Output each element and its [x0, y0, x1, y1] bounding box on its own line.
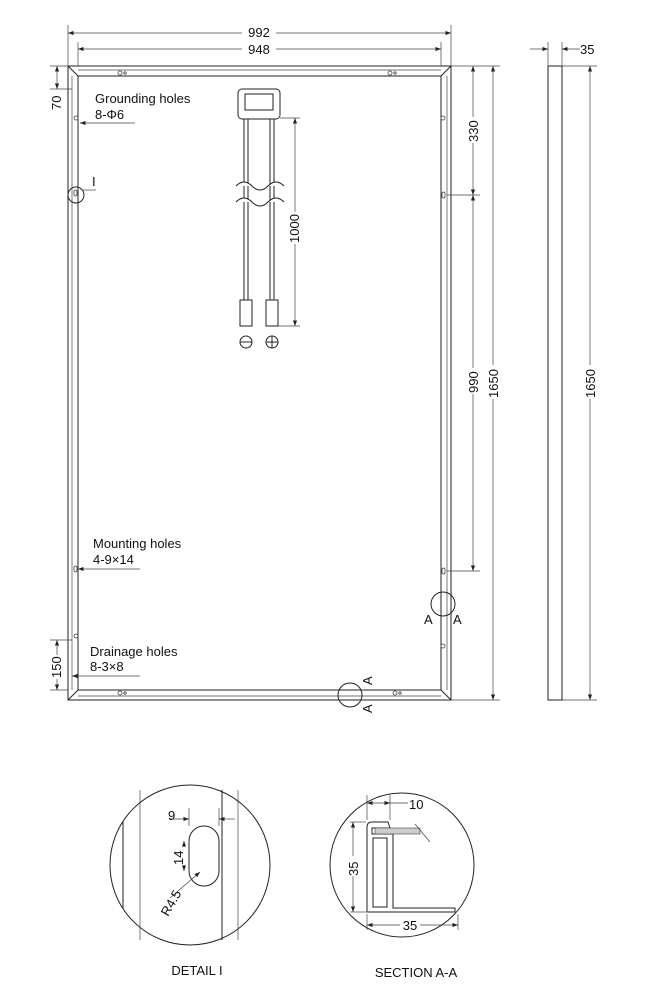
outer-frame — [67, 65, 452, 701]
drainage-holes-label: Drainage holes — [90, 644, 178, 659]
section-a-label: A — [453, 612, 462, 627]
drainage-offset-dim: 150 — [49, 656, 64, 678]
cable-length-dim: 1000 — [287, 214, 302, 243]
detail-i-label: I — [92, 174, 96, 189]
side-view: 35 1650 — [530, 42, 598, 701]
detail-i-title: DETAIL I — [171, 963, 222, 978]
connector-minus — [239, 299, 253, 327]
inner-frame — [77, 75, 442, 691]
section-a-label: A — [424, 612, 433, 627]
mounting-slot — [188, 825, 220, 887]
mounting-holes — [73, 189, 446, 575]
mounting-top-offset-dim: 330 — [466, 120, 481, 142]
junction-box — [235, 88, 285, 349]
section-a-label: A — [360, 704, 375, 713]
slot-width-dim: 9 — [168, 808, 175, 823]
lip-width-dim: 10 — [409, 797, 423, 812]
grounding-offset-dim: 70 — [49, 96, 64, 110]
dimensions: 992 948 70 150 1000 330 990 1650 — [49, 24, 501, 701]
front-view: I Grounding holes 8-Φ6 Mounting holes 4-… — [67, 65, 462, 713]
section-a-a-title: SECTION A-A — [375, 965, 458, 980]
side-thickness-dim: 35 — [580, 42, 594, 57]
connector-plus — [265, 299, 279, 327]
laminate — [374, 827, 421, 835]
frame-width-dim: 35 — [403, 918, 417, 933]
side-height-dim: 1650 — [583, 369, 598, 398]
section-a-a: 10 35 35 SECTION A-A — [329, 792, 475, 980]
grounding-holes-spec: 8-Φ6 — [95, 107, 124, 122]
width-inner-dim: 948 — [248, 42, 270, 57]
height-overall-dim: 1650 — [486, 369, 501, 398]
slot-length-dim: 14 — [171, 851, 186, 865]
mounting-holes-label: Mounting holes — [93, 536, 182, 551]
detail-i-marker — [67, 186, 85, 204]
section-a-marker-right — [430, 591, 456, 617]
section-a-label: A — [360, 676, 375, 685]
slot-radius-dim: R4.5 — [158, 887, 185, 918]
section-a-marker-bottom — [337, 682, 363, 708]
detail-i: 9 14 R4.5 DETAIL I — [109, 784, 271, 978]
grounding-holes-label: Grounding holes — [95, 91, 191, 106]
mounting-holes-spec: 4-9×14 — [93, 552, 134, 567]
mounting-spacing-dim: 990 — [466, 371, 481, 393]
drainage-holes-spec: 8-3×8 — [90, 659, 124, 674]
frame-profile — [366, 821, 456, 913]
grounding-holes — [73, 70, 446, 696]
frame-height-dim: 35 — [346, 862, 361, 876]
width-overall-dim: 992 — [248, 25, 270, 40]
